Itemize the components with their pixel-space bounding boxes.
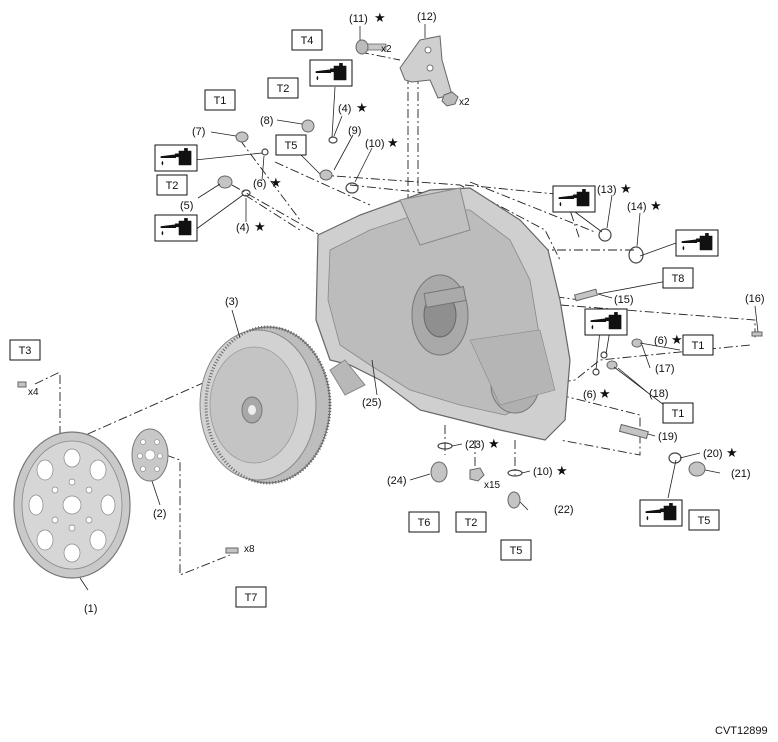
svg-text:T6: T6 — [418, 517, 431, 529]
svg-text:★: ★ — [387, 135, 399, 150]
figure-id: CVT12899 — [715, 725, 768, 737]
svg-text:T1: T1 — [214, 95, 227, 107]
callout-7: (7) — [192, 126, 205, 138]
torque-label-t7: T7 — [235, 586, 267, 608]
callout-4: (4) — [338, 103, 351, 115]
flex-plate — [13, 431, 131, 579]
svg-text:T1: T1 — [672, 408, 685, 420]
torque-label-t1: T1 — [204, 89, 236, 111]
callout-15: (15) — [614, 294, 634, 306]
leader-lines — [79, 24, 759, 591]
callout-10: (10) — [365, 138, 385, 150]
svg-text:T7: T7 — [245, 592, 258, 604]
quantity-labels: x2 x2 x4 x8 x15 — [28, 44, 501, 555]
callout-11: (11) — [349, 13, 368, 25]
callout-25: (25) — [362, 397, 382, 409]
torque-label-t5: T5 — [688, 509, 720, 531]
callout-labels: (1) (2) (3) (4) (4) (5) (6) (6) (6) (7) … — [84, 11, 765, 615]
callout-4: (4) — [236, 222, 249, 234]
svg-text:T2: T2 — [465, 517, 478, 529]
torque-label-t1: T1 — [662, 402, 694, 424]
callout-3: (3) — [225, 296, 238, 308]
callout-20: (20) — [703, 448, 723, 460]
torque-label-t5: T5 — [500, 539, 532, 561]
torque-label-t3: T3 — [9, 339, 41, 361]
bracket-bolt — [355, 39, 387, 55]
bracket-nut — [441, 91, 459, 107]
torque-converter — [199, 325, 332, 485]
callout-9: (9) — [348, 125, 361, 137]
callout-6: (6) — [654, 335, 667, 347]
oil-can-icon — [675, 229, 719, 257]
callout-19: (19) — [658, 431, 678, 443]
quantity-t7: x8 — [244, 544, 255, 555]
svg-text:★: ★ — [254, 219, 266, 234]
torque-label-t2: T2 — [267, 77, 299, 99]
quantity-nut: x2 — [459, 97, 470, 108]
svg-text:T3: T3 — [19, 345, 32, 357]
callout-14: (14) — [627, 201, 647, 213]
oil-can-icon — [639, 499, 683, 527]
callout-6: (6) — [583, 389, 596, 401]
svg-text:★: ★ — [726, 445, 738, 460]
torque-label-t6: T6 — [408, 511, 440, 533]
quantity-bolts: x15 — [484, 480, 501, 491]
svg-text:★: ★ — [556, 463, 568, 478]
callout-18: (18) — [649, 388, 669, 400]
torque-label-t1: T1 — [682, 334, 714, 356]
transmission-case — [315, 187, 571, 441]
svg-text:T5: T5 — [510, 545, 523, 557]
svg-text:T8: T8 — [672, 273, 685, 285]
callout-6: (6) — [253, 178, 266, 190]
callout-1: (1) — [84, 603, 97, 615]
svg-text:★: ★ — [650, 198, 662, 213]
quantity-t3: x4 — [28, 387, 39, 398]
quantity-bolt: x2 — [381, 44, 392, 55]
torque-label-t5: T5 — [275, 134, 307, 156]
callout-24: (24) — [387, 475, 407, 487]
svg-text:★: ★ — [270, 175, 282, 190]
torque-label-t2: T2 — [455, 511, 487, 533]
small-parts — [17, 119, 763, 554]
svg-text:★: ★ — [671, 332, 683, 347]
svg-text:T5: T5 — [285, 140, 298, 152]
svg-text:T5: T5 — [698, 515, 711, 527]
callout-16: (16) — [745, 293, 765, 305]
callout-17: (17) — [655, 363, 675, 375]
svg-text:T4: T4 — [301, 35, 314, 47]
svg-text:★: ★ — [356, 100, 368, 115]
callout-21: (21) — [731, 468, 751, 480]
svg-text:★: ★ — [488, 436, 500, 451]
callout-22: (22) — [554, 504, 574, 516]
callout-5: (5) — [180, 200, 193, 212]
oil-can-icon — [584, 308, 628, 336]
callout-10: (10) — [533, 466, 553, 478]
torque-label-t8: T8 — [662, 267, 694, 289]
svg-text:T2: T2 — [166, 180, 179, 192]
oil-can-icon — [309, 59, 353, 87]
callout-13: (13) — [597, 184, 617, 196]
callout-12: (12) — [417, 11, 437, 23]
oil-can-icon — [154, 214, 198, 242]
torque-label-t4: T4 — [291, 29, 323, 51]
callout-2: (2) — [153, 508, 166, 520]
adapter-plate — [131, 428, 169, 482]
oil-can-icon — [154, 144, 198, 172]
star-icon: ★ ★ ★ ★ ★ ★ ★ ★ ★ ★ ★ ★ — [254, 10, 738, 478]
svg-text:T1: T1 — [692, 340, 705, 352]
svg-text:★: ★ — [599, 386, 611, 401]
callout-23: (23) — [465, 439, 485, 451]
svg-text:★: ★ — [620, 181, 632, 196]
callout-8: (8) — [260, 115, 273, 127]
svg-text:T2: T2 — [277, 83, 290, 95]
svg-text:★: ★ — [374, 10, 386, 25]
torque-label-t2: T2 — [156, 174, 188, 196]
oil-can-icon — [552, 185, 596, 213]
